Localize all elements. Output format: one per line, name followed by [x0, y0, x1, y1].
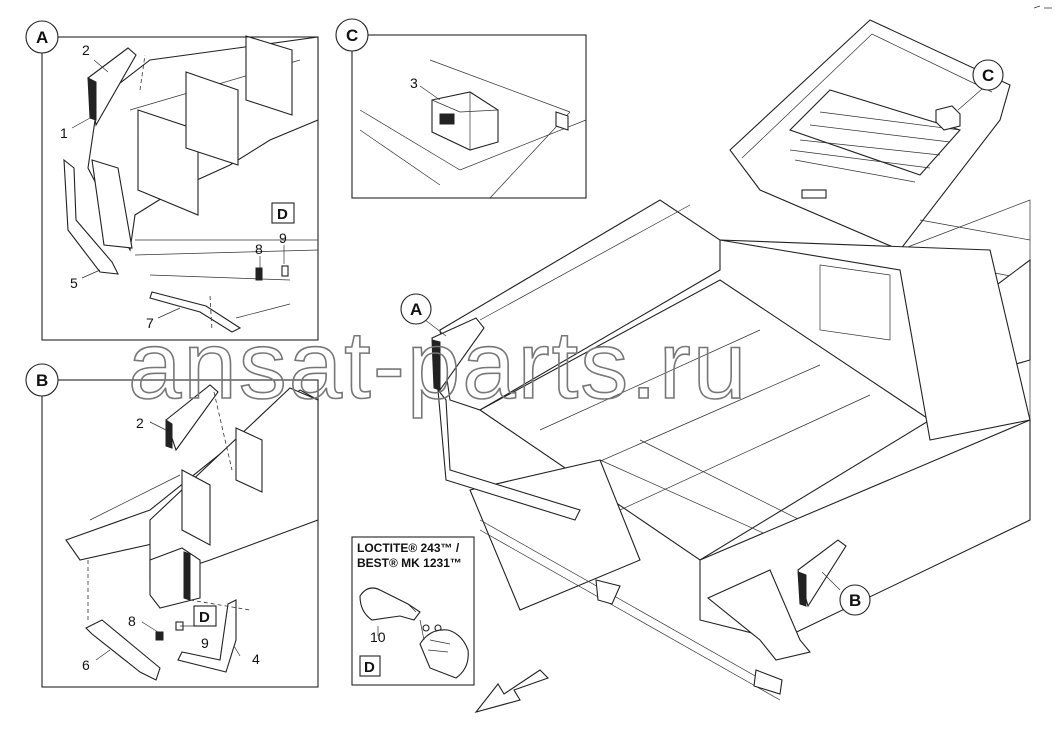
label-a-1: 1: [60, 125, 68, 141]
label-10: 10: [370, 629, 386, 645]
svg-text:A: A: [410, 300, 422, 319]
label-c-3: 3: [410, 75, 418, 91]
label-b-8: 8: [128, 613, 136, 629]
label-a-5: 5: [70, 275, 78, 291]
label-a-8: 8: [255, 241, 263, 257]
loctite-d-label: D: [364, 659, 375, 676]
main-assembly: [419, 19, 1031, 701]
detail-b-d-label: D: [199, 609, 210, 626]
callout-c-main: C: [972, 59, 1004, 91]
label-b-4: 4: [252, 651, 260, 667]
label-b-9: 9: [201, 635, 209, 651]
label-a-2: 2: [82, 42, 90, 58]
callout-b-main: B: [839, 584, 871, 616]
callout-b-panel: B: [25, 363, 318, 397]
detail-a-panel: 2 1 5 7 8 9 D: [41, 35, 319, 341]
detail-c-panel: 3: [351, 34, 587, 199]
detail-a-d-box: [271, 202, 295, 224]
callout-a-main: A: [400, 293, 432, 325]
grille-slats: [788, 89, 961, 183]
direction-arrow-icon: [474, 669, 550, 713]
label-b-2: 2: [136, 415, 144, 431]
svg-text:C: C: [982, 66, 994, 85]
label-a-9: 9: [279, 230, 287, 246]
detail-b-panel: 2 4 6 8 9 D: [41, 379, 319, 688]
callout-c-panel: C: [335, 18, 586, 52]
loctite-line-1: LOCTITE® 243™ /: [357, 541, 460, 555]
svg-text:B: B: [36, 371, 48, 390]
label-a-7: 7: [146, 315, 154, 331]
svg-text:B: B: [849, 591, 861, 610]
detail-b-d-box: [193, 605, 217, 627]
corner-mark-icon: [1033, 5, 1052, 9]
loctite-box: LOCTITE® 243™ / BEST® MK 1231™ 10 D: [351, 536, 475, 686]
svg-text:C: C: [346, 26, 358, 45]
loctite-line-2: BEST® MK 1231™: [357, 556, 462, 570]
watermark: ansat-parts.ru: [128, 312, 748, 419]
callout-a-top: A: [25, 20, 318, 54]
label-b-6: 6: [82, 657, 90, 673]
loctite-d-box: [359, 655, 381, 677]
svg-text:A: A: [36, 28, 48, 47]
detail-a-d-label: D: [277, 206, 288, 223]
